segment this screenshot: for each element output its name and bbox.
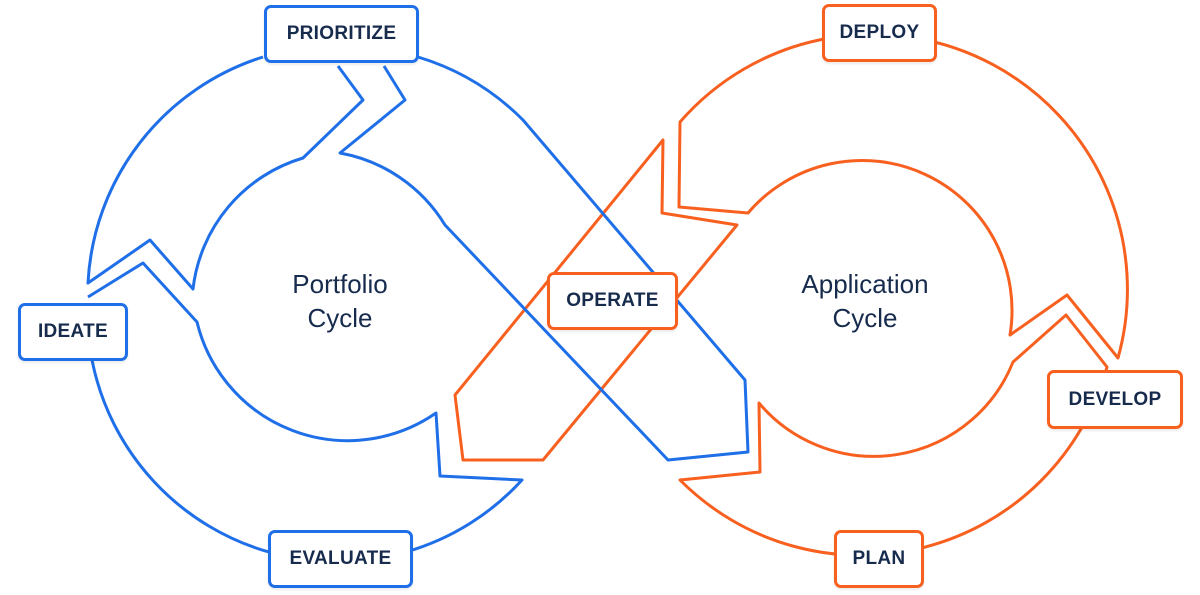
application-arrow-develop-plan: [678, 313, 1109, 557]
portfolio-cycle-title: Portfolio Cycle: [220, 267, 460, 335]
application-title-line1: Application: [801, 269, 929, 299]
stage-ideate: IDEATE: [18, 303, 128, 361]
stage-operate: OPERATE: [547, 272, 678, 330]
portfolio-arrow-evaluate: [87, 261, 524, 564]
stage-plan: PLAN: [834, 530, 924, 588]
stage-deploy: DEPLOY: [822, 4, 937, 62]
portfolio-arrow-prioritize: [86, 55, 365, 291]
stage-develop: DEVELOP: [1047, 370, 1183, 429]
portfolio-title-line2: Cycle: [307, 303, 373, 333]
application-title-line2: Cycle: [832, 303, 898, 333]
stage-evaluate: EVALUATE: [268, 530, 413, 588]
portfolio-arrow-operate: [338, 55, 750, 462]
stage-prioritize: PRIORITIZE: [264, 5, 419, 63]
application-cycle-title: Application Cycle: [745, 267, 985, 335]
application-arrow-operate: [453, 138, 739, 462]
portfolio-title-line1: Portfolio: [292, 269, 388, 299]
